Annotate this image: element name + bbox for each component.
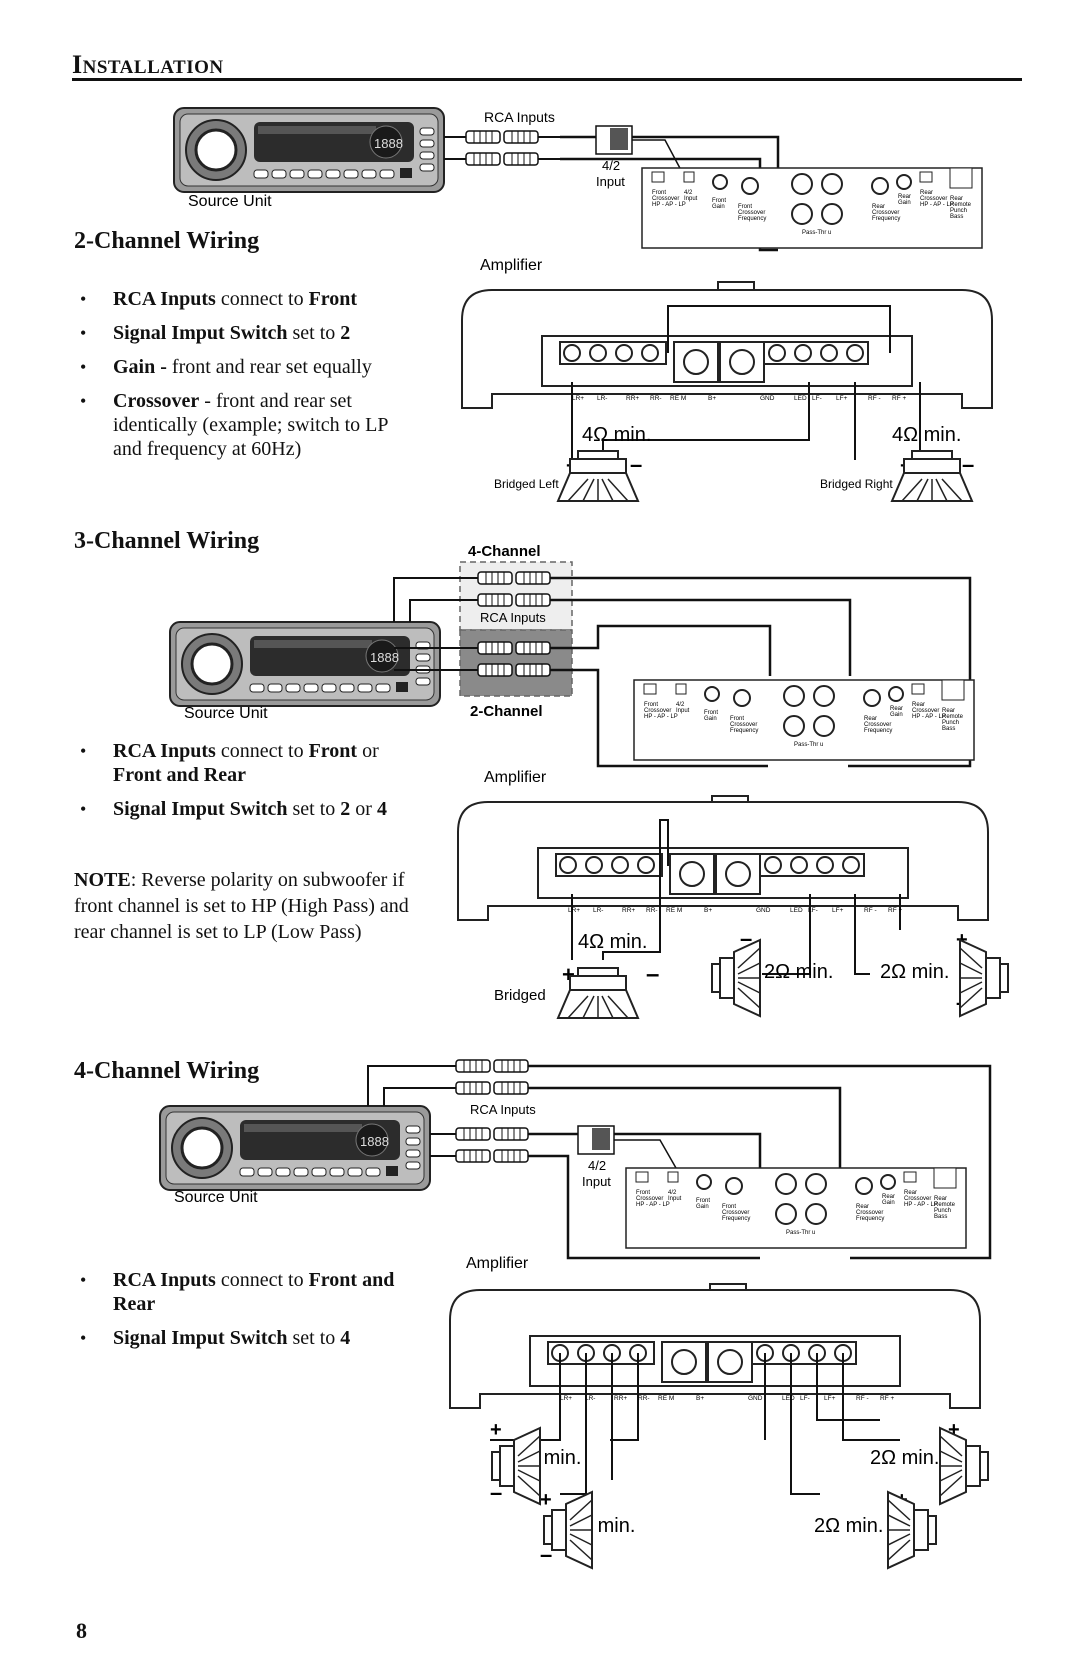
svg-text:LR-: LR- <box>597 395 607 402</box>
header-rule <box>72 78 1022 81</box>
svg-text:LR-: LR- <box>593 907 603 914</box>
svg-text:B+: B+ <box>696 1395 704 1402</box>
input-label: Input <box>596 174 625 189</box>
page-header: INSTALLATION <box>72 50 224 79</box>
svg-text:LR+: LR+ <box>560 1395 572 1402</box>
svg-text:RR+: RR+ <box>622 907 635 914</box>
page-number: 8 <box>76 1618 87 1643</box>
min-b-label: 2Ω min. <box>870 1447 939 1469</box>
svg-text:RR+: RR+ <box>626 395 639 402</box>
svg-text:–: – <box>962 452 974 477</box>
svg-text:RR-: RR- <box>650 395 662 402</box>
bullet-list-4-channel: RCA Inputs connect to Front and Rear Sig… <box>74 1268 419 1360</box>
section-title-3-channel: 3-Channel Wiring <box>74 528 260 554</box>
list-item: Crossover - front and rear set identical… <box>74 389 419 461</box>
list-item: RCA Inputs connect to Front and Rear <box>74 1268 419 1316</box>
speaker-bridged-left: Bridged Left <box>494 477 559 491</box>
amplifier-label: Amplifier <box>484 769 547 786</box>
svg-text:–: – <box>540 1542 552 1567</box>
list-item: RCA Inputs connect to Front <box>74 287 419 311</box>
svg-text:RF -: RF - <box>868 395 881 402</box>
svg-text:RF -: RF - <box>856 1395 869 1402</box>
rca-label: RCA Inputs <box>480 610 546 625</box>
diagram-2-channel: Source Unit RCA Inputs 4/2 Input Amplifi… <box>172 106 993 502</box>
note-text: : Reverse polarity on subwoofer if front… <box>74 869 409 943</box>
bullet-list-2-channel: RCA Inputs connect to Front Signal Imput… <box>74 287 419 471</box>
min-d-label: 2Ω min. <box>814 1515 883 1537</box>
svg-text:RF +: RF + <box>888 907 902 914</box>
svg-text:+: + <box>948 1419 960 1441</box>
svg-text:LF-: LF- <box>800 1395 810 1402</box>
svg-text:LF-: LF- <box>808 907 818 914</box>
speaker-bridged: Bridged <box>494 987 546 1004</box>
list-item: Signal Imput Switch set to 4 <box>74 1326 419 1350</box>
min-2b-label: 2Ω min. <box>880 961 949 983</box>
section-title-2-channel: 2-Channel Wiring <box>74 228 260 254</box>
svg-text:–: – <box>630 452 642 477</box>
input-label-42: 4/2 <box>602 158 620 173</box>
svg-text:LED: LED <box>782 1395 795 1402</box>
svg-text:LF+: LF+ <box>836 395 848 402</box>
source-unit-label: Source Unit <box>184 705 268 722</box>
min-bridged-label: 4Ω min. <box>578 931 647 953</box>
svg-text:GND: GND <box>760 395 775 402</box>
min-left-label: 4Ω min. <box>582 424 651 446</box>
svg-text:+: + <box>490 1419 502 1441</box>
rca-label: RCA Inputs <box>470 1102 536 1117</box>
amplifier-label: Amplifier <box>466 1255 529 1272</box>
svg-text:LR-: LR- <box>585 1395 595 1402</box>
list-item: Signal Imput Switch set to 2 <box>74 321 419 345</box>
note-label: NOTE <box>74 869 131 891</box>
svg-text:RR+: RR+ <box>614 1395 627 1402</box>
svg-text:RF -: RF - <box>864 907 877 914</box>
svg-text:RF +: RF + <box>880 1395 894 1402</box>
four-channel-label: 4-Channel <box>468 543 541 560</box>
svg-text:RR-: RR- <box>646 907 658 914</box>
svg-text:GND: GND <box>756 907 771 914</box>
list-item: Signal Imput Switch set to 2 or 4 <box>74 797 419 821</box>
svg-text:RE M: RE M <box>658 1395 674 1402</box>
svg-text:RE M: RE M <box>666 907 682 914</box>
source-unit-label: Source Unit <box>174 1189 258 1206</box>
svg-text:LF+: LF+ <box>832 907 844 914</box>
svg-text:LF-: LF- <box>812 395 822 402</box>
svg-text:LED: LED <box>794 395 807 402</box>
svg-text:LF+: LF+ <box>824 1395 836 1402</box>
min-2a-label: 2Ω min. <box>764 961 833 983</box>
terminal-labels: LR+ LR- RR+ RR- RE M B+ GND LED LF- LF+ RF - R… <box>560 395 906 1402</box>
amplifier-label: Amplifier <box>480 257 543 274</box>
diagram-3-channel: 4-Channel RCA Inputs 2-Channel Source Un… <box>168 543 1009 1019</box>
svg-text:RE M: RE M <box>670 395 686 402</box>
svg-text:LED: LED <box>790 907 803 914</box>
svg-text:+: + <box>540 1489 552 1511</box>
svg-text:RR-: RR- <box>638 1395 650 1402</box>
input-label-42: 4/2 <box>588 1158 606 1173</box>
diagram-4-channel: RCA Inputs Source Unit 4/2 Input Amplifi… <box>158 1059 992 1569</box>
section-title-4-channel: 4-Channel Wiring <box>74 1058 260 1084</box>
note-block: NOTE: Reverse polarity on subwoofer if f… <box>74 867 444 945</box>
svg-text:RF +: RF + <box>892 395 906 402</box>
min-right-label: 4Ω min. <box>892 424 961 446</box>
input-label: Input <box>582 1174 611 1189</box>
list-item: Gain - front and rear set equally <box>74 355 419 379</box>
svg-text:LR+: LR+ <box>572 395 584 402</box>
bullet-list-3-channel: RCA Inputs connect to Front or Front and… <box>74 739 419 831</box>
svg-text:–: – <box>646 961 659 988</box>
speaker-bridged-right: Bridged Right <box>820 477 893 491</box>
svg-text:B+: B+ <box>708 395 716 402</box>
list-item: RCA Inputs connect to Front or Front and… <box>74 739 419 787</box>
source-unit-label: Source Unit <box>188 193 272 210</box>
svg-text:GND: GND <box>748 1395 763 1402</box>
two-channel-label: 2-Channel <box>470 703 543 720</box>
rca-label: RCA Inputs <box>484 109 555 125</box>
svg-text:LR+: LR+ <box>568 907 580 914</box>
svg-text:B+: B+ <box>704 907 712 914</box>
